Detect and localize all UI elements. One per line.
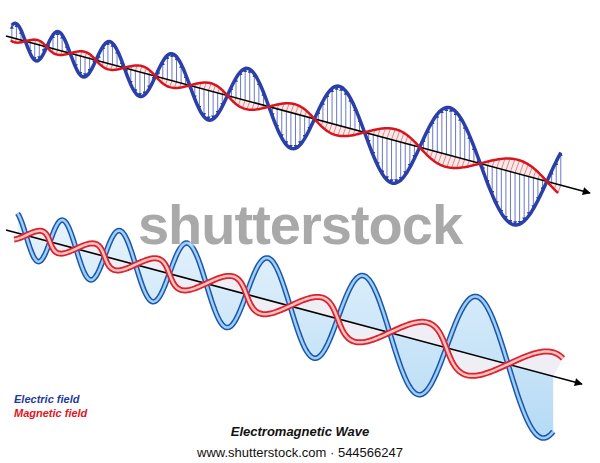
electric-hatch: [286, 111, 287, 144]
electric-hatch: [460, 117, 461, 158]
magnetic-hatch: [452, 157, 456, 168]
electric-hatch: [396, 141, 397, 183]
magnetic-hatch: [447, 156, 451, 167]
magnetic-hatch: [333, 125, 336, 134]
magnetic-hatch: [510, 159, 514, 171]
magnetic-wave: [11, 40, 558, 193]
electric-hatch: [382, 137, 383, 174]
electric-hatch: [139, 72, 140, 96]
legend-entry: Magnetic field: [14, 406, 87, 420]
electric-hatch: [446, 108, 447, 155]
magnetic-hatch: [343, 127, 346, 136]
electric-hatch: [327, 94, 328, 123]
legend: Electric fieldMagnetic field: [14, 392, 87, 420]
electric-hatch: [455, 111, 456, 156]
electric-hatch: [501, 169, 502, 213]
magnetic-hatch: [396, 131, 400, 141]
electric-hatch: [510, 172, 511, 224]
magnetic-hatch: [520, 162, 524, 174]
magnetic-hatch: [501, 159, 505, 170]
electric-hatch: [437, 114, 438, 152]
magnetic-fill: [11, 38, 561, 193]
legend-entry: Electric field: [14, 392, 87, 406]
electric-hatch: [432, 121, 433, 151]
electric-hatch: [240, 72, 241, 99]
electric-hatch: [345, 91, 346, 127]
electric-hatch: [290, 113, 291, 149]
electric-hatch: [57, 32, 58, 50]
magnetic-hatch: [515, 160, 519, 173]
electric-hatch: [505, 170, 506, 219]
legend-text: Electric field: [14, 393, 79, 405]
electric-hatch: [85, 57, 86, 77]
propagation-axis: [6, 36, 590, 193]
electric-hatch: [350, 98, 351, 128]
electric-hatch: [336, 86, 337, 125]
electric-hatch: [400, 142, 401, 180]
electric-hatch: [144, 73, 145, 95]
magnetic-hatch: [529, 167, 532, 176]
magnetic-hatch: [442, 154, 446, 165]
electric-hatch: [496, 168, 497, 205]
electric-hatch: [295, 114, 296, 148]
electric-hatch: [167, 55, 168, 79]
electric-hatch: [451, 108, 452, 155]
magnetic-hatch: [338, 126, 341, 135]
electric-hatch: [560, 153, 561, 185]
electric-hatch: [171, 54, 172, 81]
electric-hatch: [441, 110, 442, 154]
electric-hatch: [300, 115, 301, 145]
electric-hatch: [112, 43, 113, 64]
electric-hatch: [391, 140, 392, 183]
electric-hatch: [11, 25, 12, 37]
electric-hatch: [341, 87, 342, 126]
electric-hatch: [245, 69, 246, 101]
electric-hatch: [519, 174, 520, 224]
electric-hatch: [332, 88, 333, 123]
magnetic-hatch: [329, 124, 332, 133]
magnetic-hatch: [506, 159, 510, 171]
source-url: www.shutterstock.com · 544566247: [197, 445, 403, 460]
electric-hatch: [524, 175, 525, 221]
magnetic-hatch: [387, 128, 391, 138]
electric-hatch: [405, 143, 406, 175]
magnetic-hatch: [438, 153, 442, 164]
electric-hatch: [249, 69, 250, 101]
electric-hatch: [386, 138, 387, 179]
legend-text: Magnetic field: [14, 407, 87, 419]
magnetic-hatch: [401, 133, 404, 142]
electric-hatch: [208, 90, 209, 120]
caption: Electromagnetic Wave: [231, 424, 369, 439]
electric-hatch: [107, 42, 108, 64]
magnetic-hatch: [295, 106, 298, 114]
magnetic-hatch: [457, 158, 461, 168]
magnetic-hatch: [524, 164, 528, 175]
magnetic-hatch: [434, 152, 437, 161]
electric-hatch: [515, 173, 516, 225]
electric-hatch: [464, 125, 465, 159]
magnetic-hatch: [392, 129, 396, 139]
watermark: shutterstock: [138, 192, 462, 257]
magnetic-hatch: [291, 104, 294, 113]
electric-hatch: [213, 92, 214, 119]
electric-hatch: [533, 178, 534, 209]
electric-hatch: [528, 177, 529, 216]
electric-hatch: [176, 57, 177, 82]
electric-hatch: [254, 74, 255, 103]
electric-hatch: [203, 89, 204, 116]
